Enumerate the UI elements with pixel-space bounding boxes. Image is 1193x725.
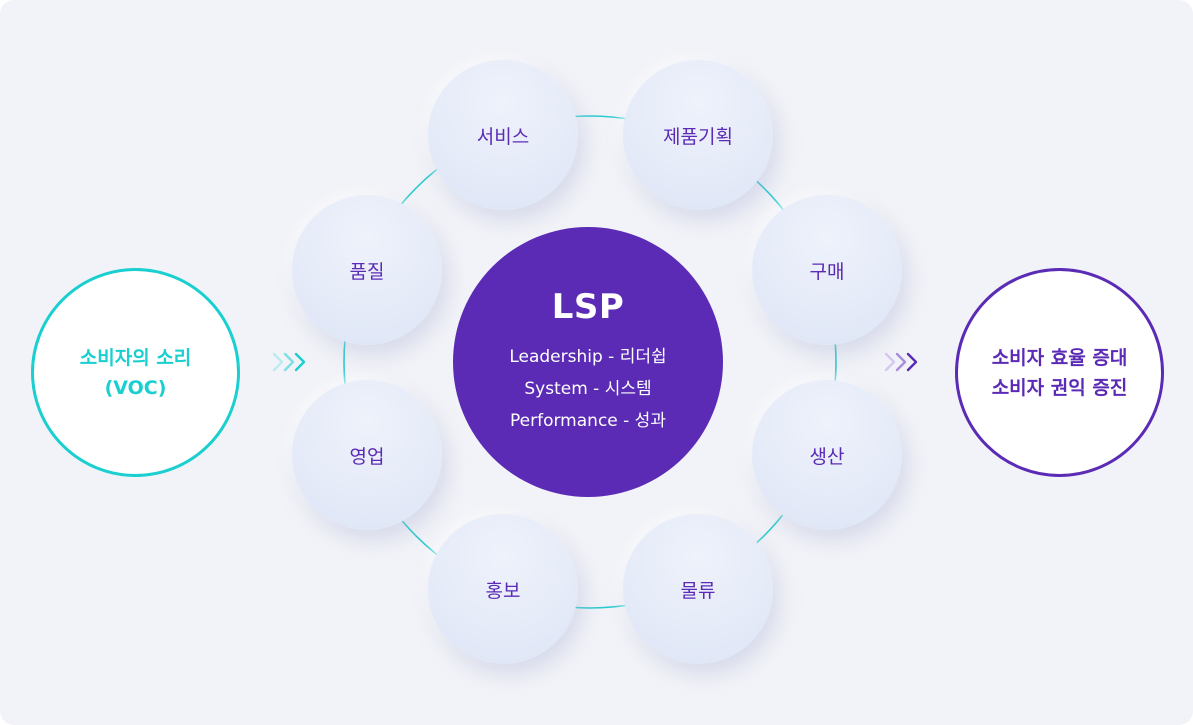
center-line-system: System - 시스템 [524, 379, 652, 399]
node-sales-label: 영업 [349, 445, 385, 468]
node-sales: 영업 [292, 380, 442, 530]
node-quality: 품질 [292, 195, 442, 345]
node-logistics: 물류 [623, 514, 773, 664]
node-product-planning: 제품기획 [623, 60, 773, 210]
node-logistics-label: 물류 [680, 579, 716, 602]
node-promotion-label: 홍보 [485, 579, 521, 602]
outcome-circle: 소비자 효율 증대 소비자 권익 증진 [955, 268, 1164, 477]
node-quality-label: 품질 [349, 260, 385, 283]
outcome-line2: 소비자 권익 증진 [991, 376, 1128, 399]
center-lsp-circle: LSP Leadership - 리더쉽 System - 시스템 Perfor… [453, 227, 723, 497]
node-purchase: 구매 [752, 195, 902, 345]
left-arrows-icon [272, 352, 306, 372]
node-product-planning-label: 제품기획 [663, 125, 733, 148]
node-production: 생산 [752, 380, 902, 530]
node-promotion: 홍보 [428, 514, 578, 664]
right-arrows-icon [884, 352, 918, 372]
node-service: 서비스 [428, 60, 578, 210]
center-title: LSP [551, 287, 625, 327]
voc-line2: (VOC) [104, 376, 167, 399]
center-line-performance: Performance - 성과 [510, 411, 666, 431]
center-line-leadership: Leadership - 리더쉽 [509, 347, 667, 367]
node-purchase-label: 구매 [809, 260, 845, 283]
node-service-label: 서비스 [476, 125, 530, 148]
node-production-label: 생산 [809, 445, 845, 468]
outcome-line1: 소비자 효율 증대 [991, 346, 1128, 369]
voc-line1: 소비자의 소리 [79, 346, 192, 369]
voc-circle: 소비자의 소리 (VOC) [31, 268, 240, 477]
